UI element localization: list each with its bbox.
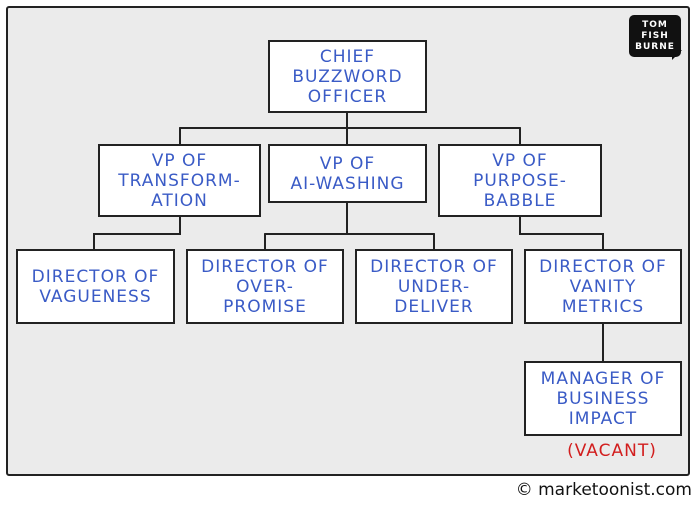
logo-text: TOM FISH BURNE xyxy=(635,19,675,52)
chief-officer-label: CHIEF BUZZWORD OFFICER xyxy=(292,46,403,107)
vp-purpose-babble-box: VP OF PURPOSE- BABBLE xyxy=(438,144,602,217)
tom-fishburne-logo: TOM FISH BURNE xyxy=(629,15,681,57)
director-under-deliver-box: DIRECTOR OF UNDER- DELIVER xyxy=(355,249,513,324)
chief-officer-box: CHIEF BUZZWORD OFFICER xyxy=(268,40,427,113)
vp-ai-washing-box: VP OF AI-WASHING xyxy=(268,144,427,203)
director-over-promise-box: DIRECTOR OF OVER- PROMISE xyxy=(186,249,344,324)
director-vagueness-box: DIRECTOR OF VAGUENESS xyxy=(16,249,175,324)
vp-transformation-label: VP OF TRANSFORM- ATION xyxy=(118,150,241,211)
logo-speech-tail xyxy=(672,50,682,60)
director-vanity-metrics-box: DIRECTOR OF VANITY METRICS xyxy=(524,249,682,324)
vacant-note: (VACANT) xyxy=(567,441,657,461)
vp-ai-washing-label: VP OF AI-WASHING xyxy=(290,153,405,194)
director-vanity-metrics-label: DIRECTOR OF VANITY METRICS xyxy=(539,256,667,317)
vp-transformation-box: VP OF TRANSFORM- ATION xyxy=(98,144,261,217)
director-under-deliver-label: DIRECTOR OF UNDER- DELIVER xyxy=(370,256,498,317)
copyright-credit: © marketoonist.com xyxy=(515,480,692,500)
vp-purpose-babble-label: VP OF PURPOSE- BABBLE xyxy=(473,150,567,211)
director-over-promise-label: DIRECTOR OF OVER- PROMISE xyxy=(201,256,329,317)
director-vagueness-label: DIRECTOR OF VAGUENESS xyxy=(31,266,160,307)
manager-business-impact-box: MANAGER OF BUSINESS IMPACT xyxy=(524,361,682,436)
manager-business-impact-label: MANAGER OF BUSINESS IMPACT xyxy=(540,368,666,429)
